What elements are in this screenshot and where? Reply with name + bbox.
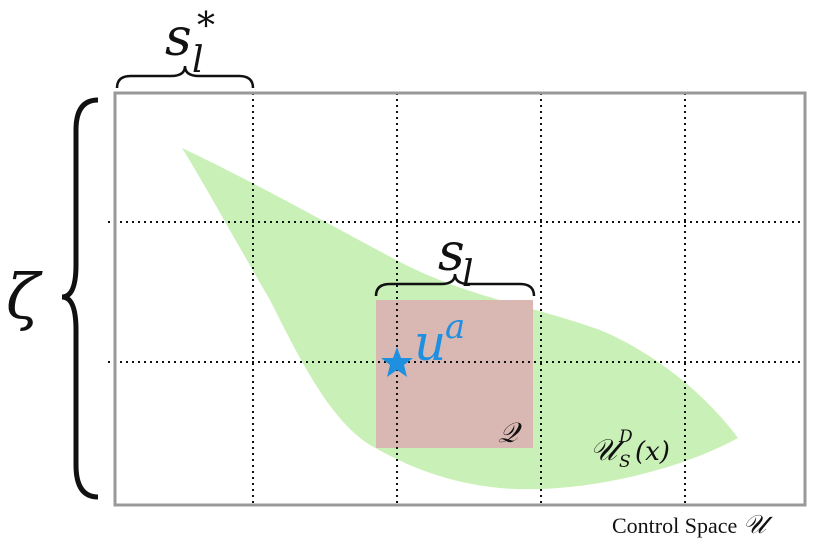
caption-symbol: 𝒰 (742, 510, 767, 539)
u-a-label: u a (414, 307, 465, 372)
q-label: 𝒬 (498, 416, 522, 449)
grid-lines (108, 93, 805, 505)
caption-text: Control Space (612, 513, 738, 538)
feasible-set-label: 𝒰 D S (x) (590, 427, 670, 472)
s-l-star-sup: * (197, 6, 215, 47)
s-l-star-sub: l (192, 40, 204, 81)
control-space-border (113, 91, 807, 507)
u-a-base: u (414, 314, 446, 372)
s-l-sub: l (462, 254, 474, 295)
control-space-caption: Control Space 𝒰 (612, 510, 822, 540)
zeta-label: ζ (6, 260, 43, 333)
s-l-brace (374, 273, 536, 297)
s-l-star-brace (115, 65, 255, 89)
u-a-sup: a (445, 307, 465, 347)
s-l-label: s l (438, 223, 474, 295)
feasible-set-arg: (x) (635, 437, 670, 467)
q-region (376, 300, 533, 448)
zeta-brace (61, 97, 99, 500)
feasible-set-sub: S (619, 452, 631, 472)
feasible-set-sup: D (618, 427, 633, 447)
s-l-star-label: s * l (165, 6, 220, 81)
s-l-star-base: s (165, 8, 192, 68)
s-l-base: s (438, 223, 465, 283)
u-a-star-marker (381, 347, 413, 377)
